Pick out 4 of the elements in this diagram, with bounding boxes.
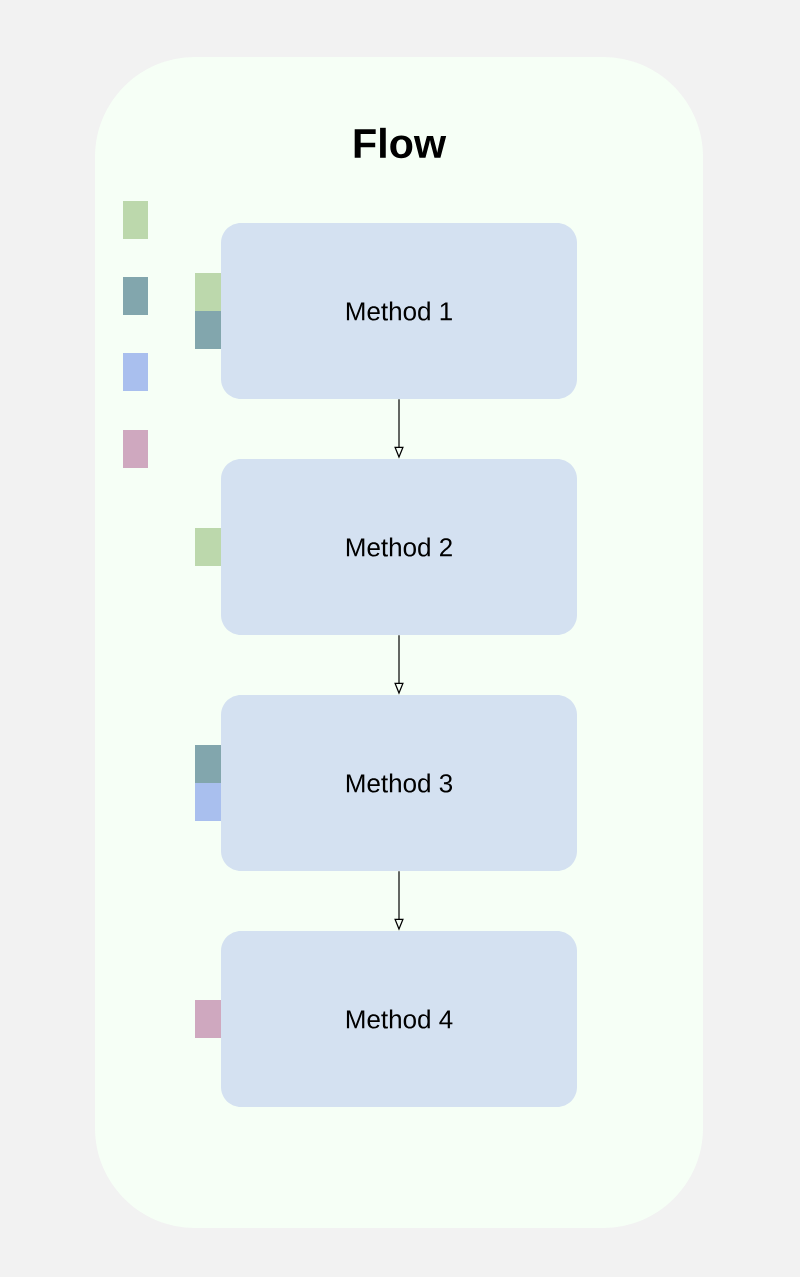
process-box: Method 3 xyxy=(221,695,577,871)
process-box: Method 1 xyxy=(221,223,577,399)
process-box: Method 4 xyxy=(221,931,577,1107)
process-box: Method 2 xyxy=(221,459,577,635)
